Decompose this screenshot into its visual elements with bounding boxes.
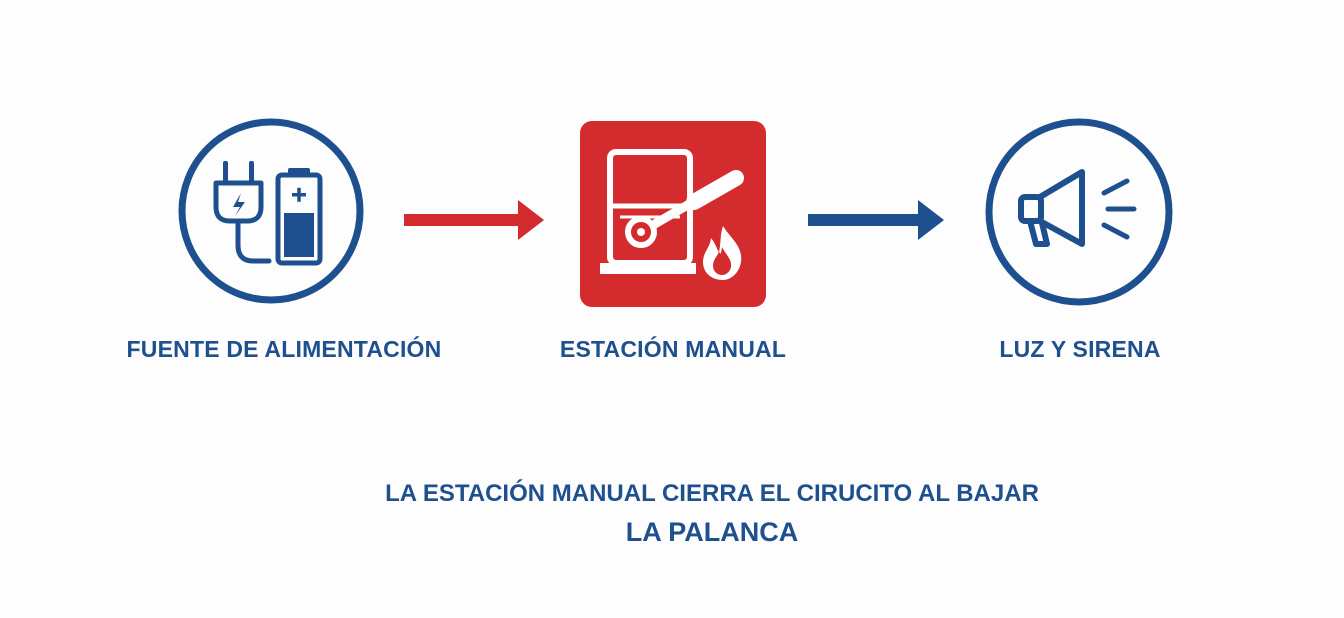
flow-arrow-blue [808, 200, 944, 240]
plug-and-battery-icon [178, 118, 364, 304]
node-label-light-siren: LUZ Y SIRENA [999, 336, 1161, 362]
manual-pull-station-icon [580, 121, 766, 307]
megaphone-siren-icon [985, 118, 1173, 306]
caption-line-2: LA PALANCA [625, 517, 799, 547]
flow-arrow-red [404, 200, 544, 240]
node-label-manual-station: ESTACIÓN MANUAL [559, 336, 787, 362]
node-label-power-source: FUENTE DE ALIMENTACIÓN [126, 336, 442, 362]
caption-line-1: LA ESTACIÓN MANUAL CIERRA EL CIRUCITO AL… [385, 480, 1039, 507]
